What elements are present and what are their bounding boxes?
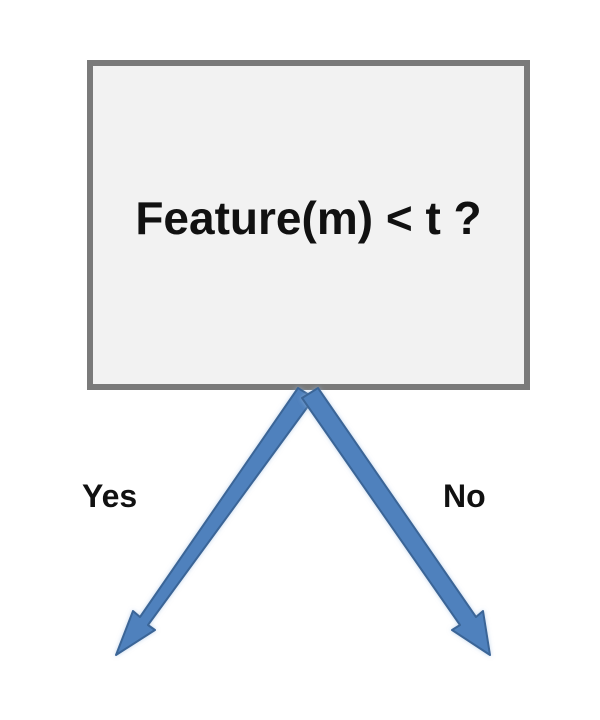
- decision-question: Feature(m) < t ?: [135, 192, 482, 244]
- yes-label: Yes: [82, 478, 138, 514]
- no-label: No: [443, 478, 486, 514]
- yes-branch-arrow: [115, 387, 315, 656]
- decision-node: Feature(m) < t ?: [87, 60, 530, 390]
- no-branch-arrow: [301, 387, 491, 656]
